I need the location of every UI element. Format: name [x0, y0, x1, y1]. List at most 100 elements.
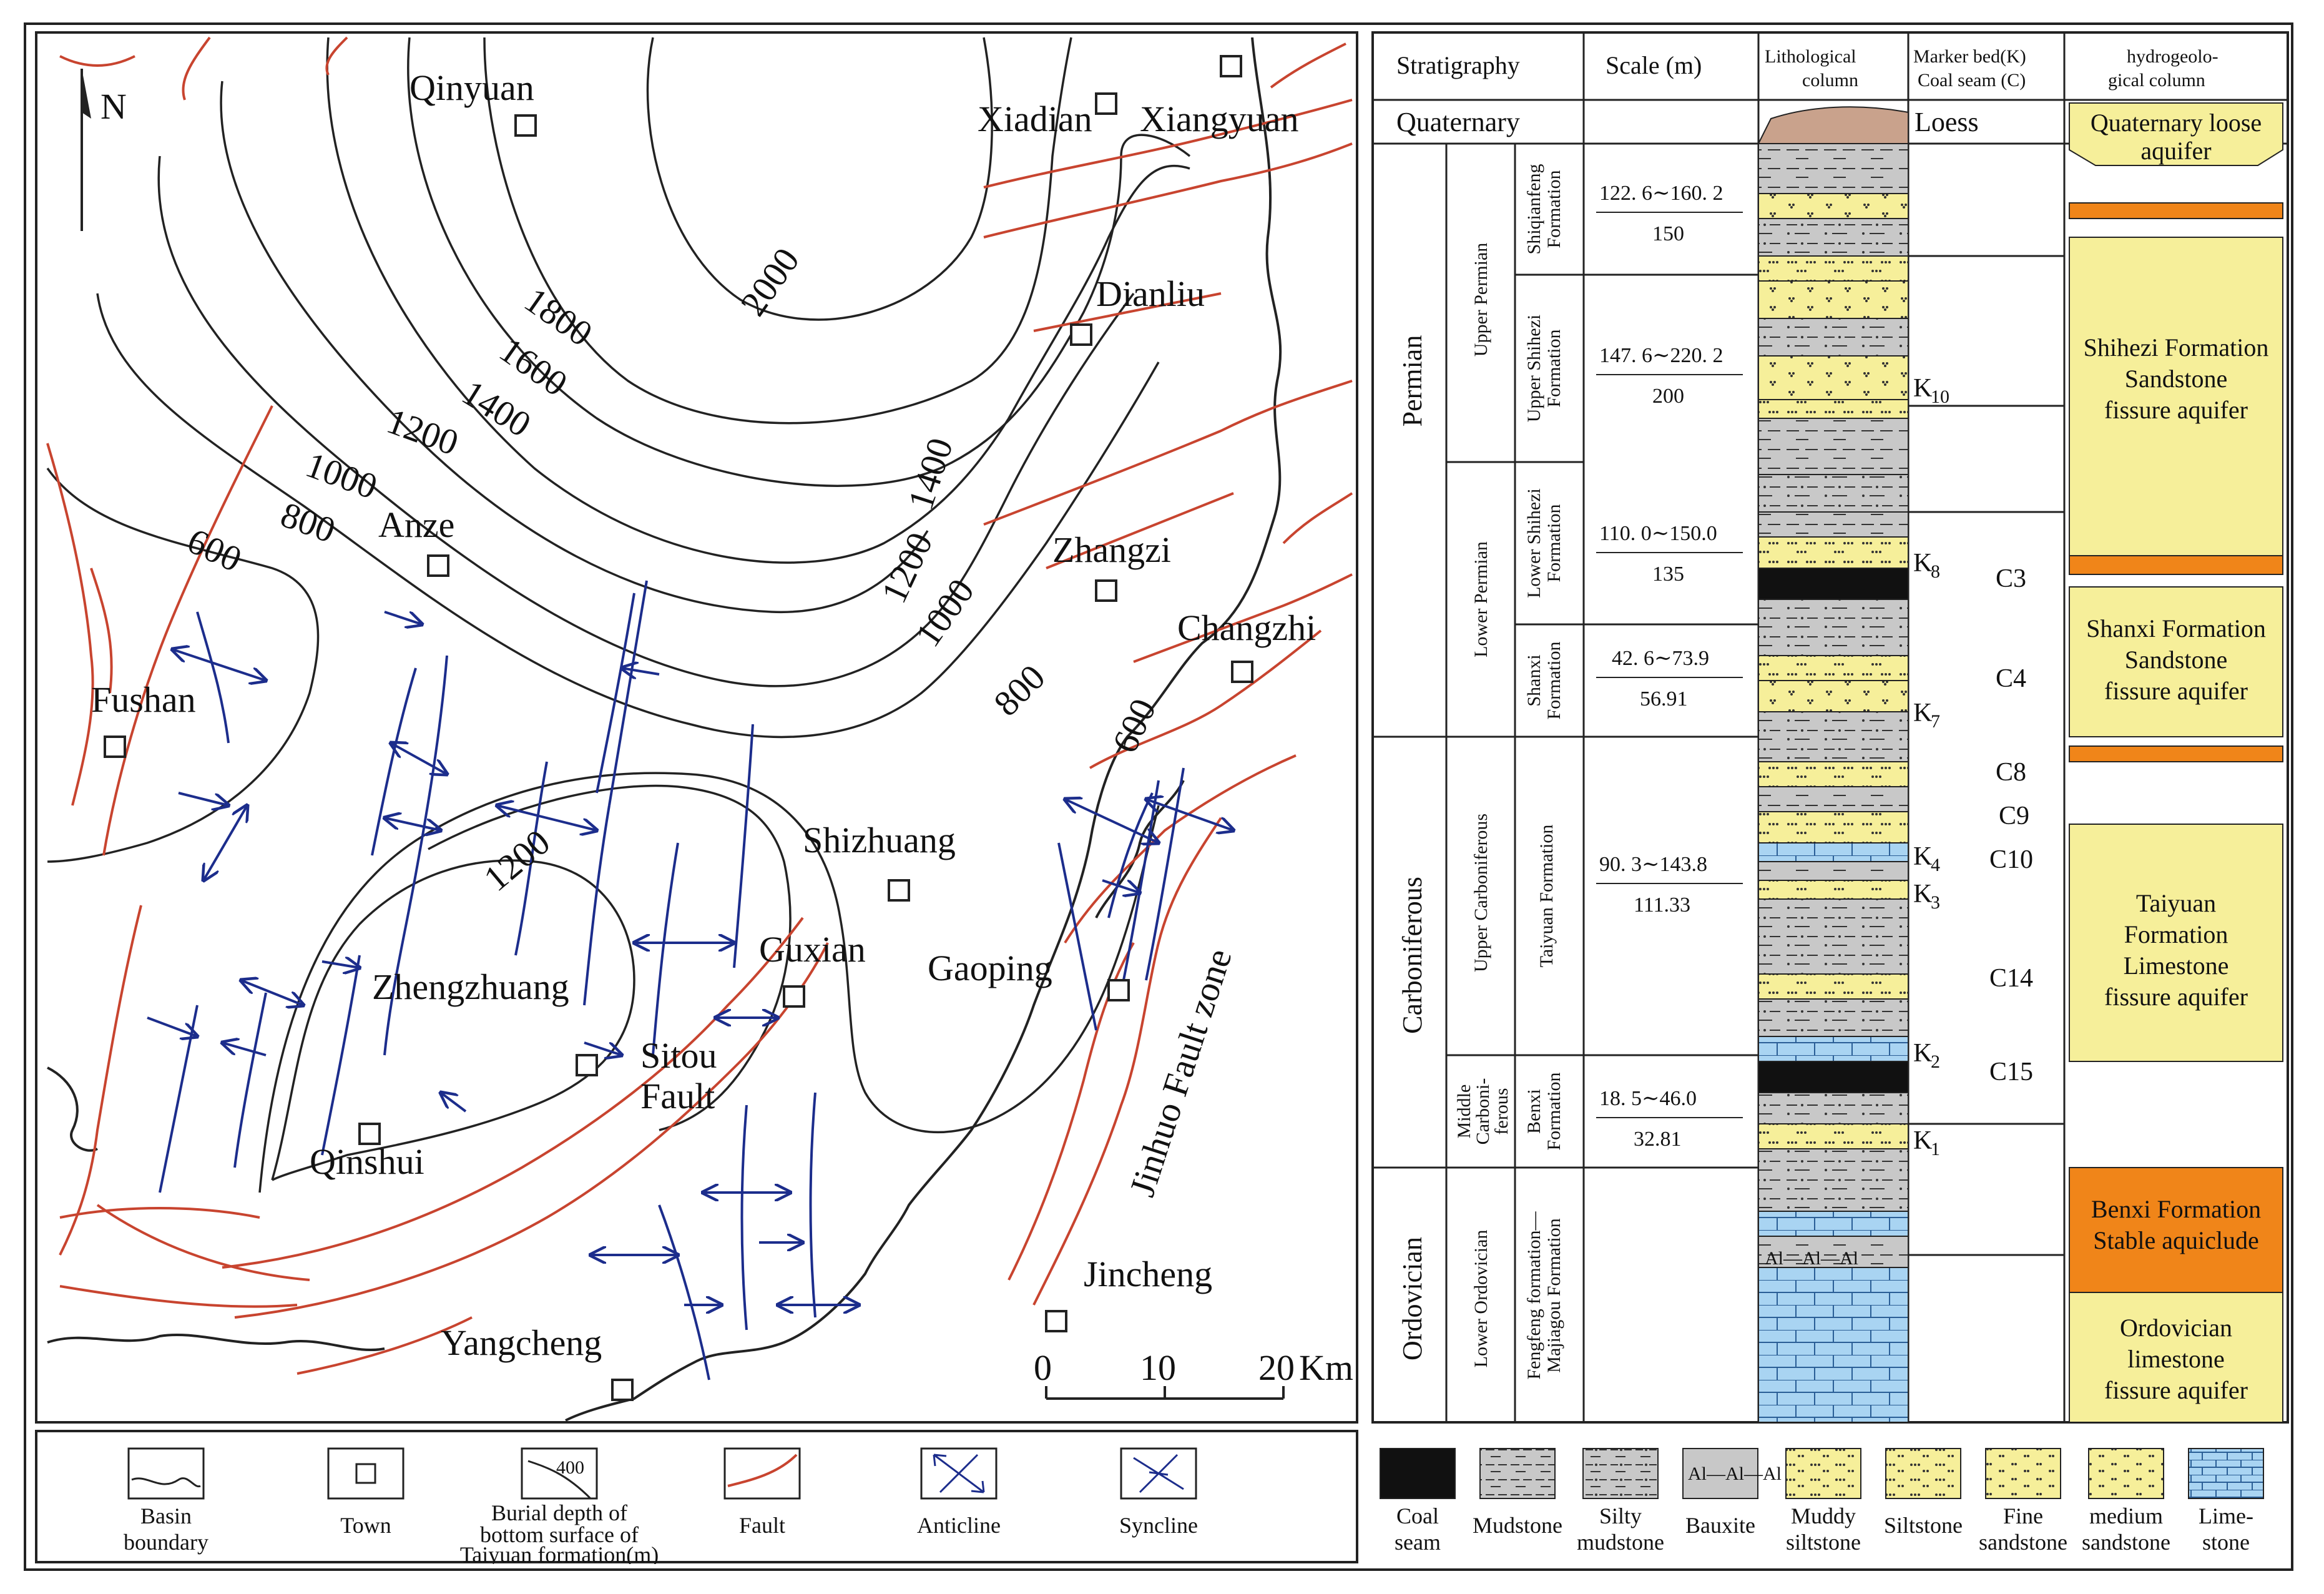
- formation-label: Upper Shihezi: [1524, 315, 1544, 422]
- legend-label: bottom surface of: [480, 1522, 639, 1547]
- legend-label: Silty: [1599, 1503, 1642, 1528]
- system-permian: Permian: [1397, 335, 1428, 427]
- hydro-label: fissure aquifer: [2104, 396, 2248, 424]
- hydro-label: Formation: [2124, 920, 2228, 948]
- series-upper-permian: Upper Permian: [1471, 243, 1491, 357]
- header-litho: column: [1802, 70, 1858, 91]
- formation-label: Shiqianfeng: [1524, 164, 1544, 255]
- swatch-muddy-siltstone: [1785, 1448, 1861, 1499]
- marker-bed-label: K: [1913, 1039, 1932, 1068]
- scale-avg: 111.33: [1634, 893, 1690, 917]
- scale-avg: 135: [1652, 563, 1684, 586]
- legend-fault-swatch: [723, 1447, 801, 1500]
- formation-labels: Shiqianfeng Formation Upper Shihezi Form…: [1524, 164, 1564, 1380]
- scale-range: 42. 6∼73.9: [1612, 647, 1709, 670]
- legend-map-labels: Basin boundary Town Burial depth of bott…: [124, 1500, 1198, 1564]
- loess-label: Loess: [1915, 107, 1979, 137]
- town-label: Gaoping: [928, 948, 1052, 988]
- legend-label: Fault: [739, 1513, 785, 1538]
- swatch-mudstone: [1479, 1448, 1556, 1499]
- legend-label: Syncline: [1119, 1513, 1198, 1538]
- legend-label: siltstone: [1786, 1530, 1861, 1555]
- hydro-label: fissure aquifer: [2104, 1376, 2248, 1404]
- legend-label: Basin: [140, 1503, 192, 1528]
- formation-label: Fengfeng formation—: [1524, 1211, 1544, 1379]
- series-lower-ordovician: Lower Ordovician: [1471, 1230, 1491, 1368]
- hydro-label: Shanxi Formation: [2086, 614, 2266, 642]
- formation-label: Formation: [1544, 504, 1564, 583]
- system-ordovician: Ordovician: [1397, 1237, 1428, 1360]
- header-hydro: gical column: [2108, 70, 2205, 91]
- coal-seam-label: C10: [1989, 845, 2033, 874]
- town-label: Yangcheng: [441, 1322, 602, 1363]
- legend-label: mudstone: [1577, 1530, 1664, 1555]
- coal-seam-label: C8: [1996, 758, 2026, 787]
- town-label: Qinyuan: [409, 67, 534, 108]
- swatch-bauxite-mark: Al—Al—Al: [1688, 1464, 1782, 1484]
- town-xiangyuan-marker: [1220, 55, 1242, 77]
- town-shizhuang-marker: [888, 879, 910, 902]
- hydro-labels: Quaternary loose aquifer Shihezi Formati…: [2084, 109, 2269, 1404]
- scale-bar: 0 10 20 Km: [1034, 1347, 1353, 1400]
- formation-label: Benxi: [1524, 1089, 1544, 1134]
- coal-seam-label: C15: [1989, 1058, 2033, 1086]
- hydro-label: fissure aquifer: [2104, 677, 2248, 705]
- header-marker: Coal seam (C): [1918, 70, 2026, 91]
- loess-layer: [1757, 106, 1909, 144]
- town-guxian-marker: [783, 985, 805, 1008]
- legend-label: sandstone: [1979, 1530, 2067, 1555]
- town-label: Xiadian: [978, 99, 1092, 139]
- town-xiadian-marker: [1095, 92, 1117, 115]
- north-arrow: N: [81, 69, 127, 231]
- hydro-label: Benxi Formation: [2091, 1195, 2261, 1223]
- scale-unit-label: Km: [1299, 1347, 1353, 1388]
- scale-avg: 150: [1652, 222, 1684, 245]
- coal-seam-label: C9: [1999, 802, 2029, 830]
- figure-frame: [24, 22, 2293, 1571]
- marker-bed-label: K: [1913, 1126, 1932, 1155]
- scale-avg: 200: [1652, 385, 1684, 408]
- legend-label: Anticline: [917, 1513, 1001, 1538]
- marker-sub: 1: [1931, 1139, 1940, 1159]
- town-label: Shizhuang: [803, 820, 956, 860]
- coal-seams: C3 C4 C8 C9 C10 C14 C15: [1989, 564, 2033, 1086]
- column-grid: [1373, 32, 2288, 1422]
- fold-arrows: [147, 611, 1233, 1305]
- north-label: N: [101, 86, 127, 127]
- formation-label: Formation: [1544, 170, 1564, 248]
- scale-tick-label: 0: [1034, 1347, 1052, 1388]
- swatch-medium-sandstone: [2088, 1448, 2164, 1499]
- town-label: Zhengzhuang: [372, 967, 569, 1007]
- town-changzhi-marker: [1231, 661, 1253, 683]
- quaternary-label: Quaternary: [1396, 107, 1520, 137]
- legend-label: Coal: [1396, 1503, 1439, 1528]
- header-marker: Marker bed(K): [1913, 46, 2026, 67]
- marker-sub: 2: [1931, 1051, 1940, 1072]
- hydro-column: [2069, 102, 2283, 1423]
- scale-tick-label: 10: [1140, 1347, 1176, 1388]
- series-middle-carboniferous: Middle: [1454, 1085, 1474, 1139]
- scale-range: 147. 6∼220. 2: [1599, 344, 1723, 367]
- series-upper-carboniferous: Upper Carboniferous: [1471, 814, 1491, 972]
- legend-label: Muddy: [1791, 1503, 1856, 1528]
- swatch-siltstone: [1885, 1448, 1961, 1499]
- legend-label: seam: [1395, 1530, 1441, 1555]
- coal-seam-label: C14: [1989, 964, 2033, 993]
- header-scale: Scale (m): [1606, 51, 1702, 79]
- hydro-label: Ordovician: [2120, 1314, 2232, 1342]
- town-label: Guxian: [759, 929, 866, 970]
- town-label: Zhangzi: [1052, 529, 1171, 570]
- town-qinshui-marker: [358, 1123, 381, 1145]
- marker-sub: 7: [1931, 711, 1940, 732]
- sitou-fault-label: Fault: [640, 1076, 715, 1116]
- bauxite-mark: Al—Al—Al: [1765, 1248, 1858, 1269]
- legend-contour-sample: 400: [556, 1457, 584, 1478]
- legend: 400 Basin boundary Town Burial depth of …: [35, 1430, 2288, 1564]
- town-sitou-marker: [576, 1054, 598, 1076]
- town-label: Fushan: [91, 679, 196, 720]
- geological-map: N: [35, 31, 1358, 1424]
- town-yangcheng-marker: [611, 1379, 634, 1401]
- marker-bed-label: K: [1913, 880, 1932, 908]
- scale-avg: 32.81: [1634, 1128, 1682, 1151]
- marker-sub: 3: [1931, 892, 1940, 913]
